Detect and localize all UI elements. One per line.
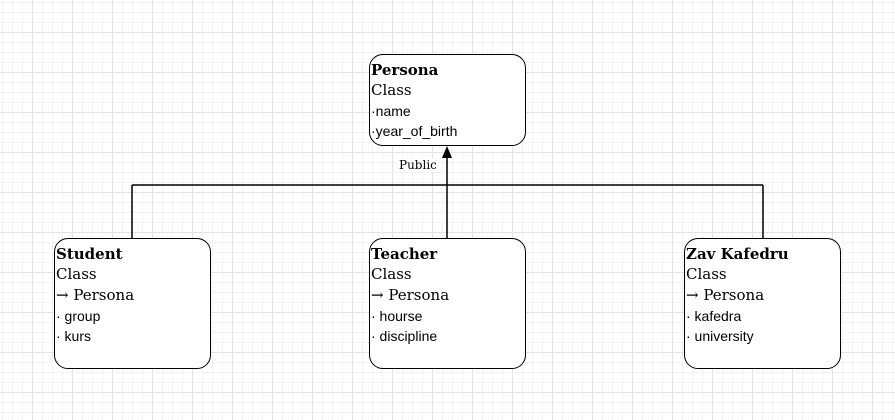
class-stereotype: Class (371, 81, 412, 99)
class-box-persona[interactable]: Persona Class ·name ·year_of_birth (369, 54, 526, 146)
attribute-kurs: · kurs (56, 328, 91, 344)
class-box-teacher[interactable]: Teacher Class → Persona · hourse · disci… (369, 238, 526, 369)
inherits-from: → Persona (686, 286, 765, 304)
attribute-year-of-birth: ·year_of_birth (371, 123, 458, 139)
class-name: Persona (371, 61, 439, 79)
attribute-name: ·name (371, 103, 411, 119)
inherits-from: → Persona (56, 286, 135, 304)
class-stereotype: Class (686, 265, 727, 283)
attribute-discipline: · discipline (371, 328, 438, 344)
class-stereotype: Class (371, 265, 412, 283)
class-box-zav-kafedru[interactable]: Zav Kafedru Class → Persona · kafedra · … (684, 238, 841, 369)
class-name: Zav Kafedru (686, 245, 789, 263)
class-box-student[interactable]: Student Class → Persona · group · kurs (54, 238, 211, 369)
inherits-from: → Persona (371, 286, 450, 304)
attribute-university: · university (686, 328, 754, 344)
attribute-kafedra: · kafedra (686, 308, 742, 324)
class-name: Teacher (371, 245, 438, 263)
class-name: Student (56, 245, 123, 263)
attribute-group: · group (56, 308, 101, 324)
class-stereotype: Class (56, 265, 97, 283)
inheritance-arrowhead (442, 146, 452, 158)
attribute-hourse: · hourse (371, 308, 423, 324)
inheritance-label: Public (398, 158, 438, 172)
